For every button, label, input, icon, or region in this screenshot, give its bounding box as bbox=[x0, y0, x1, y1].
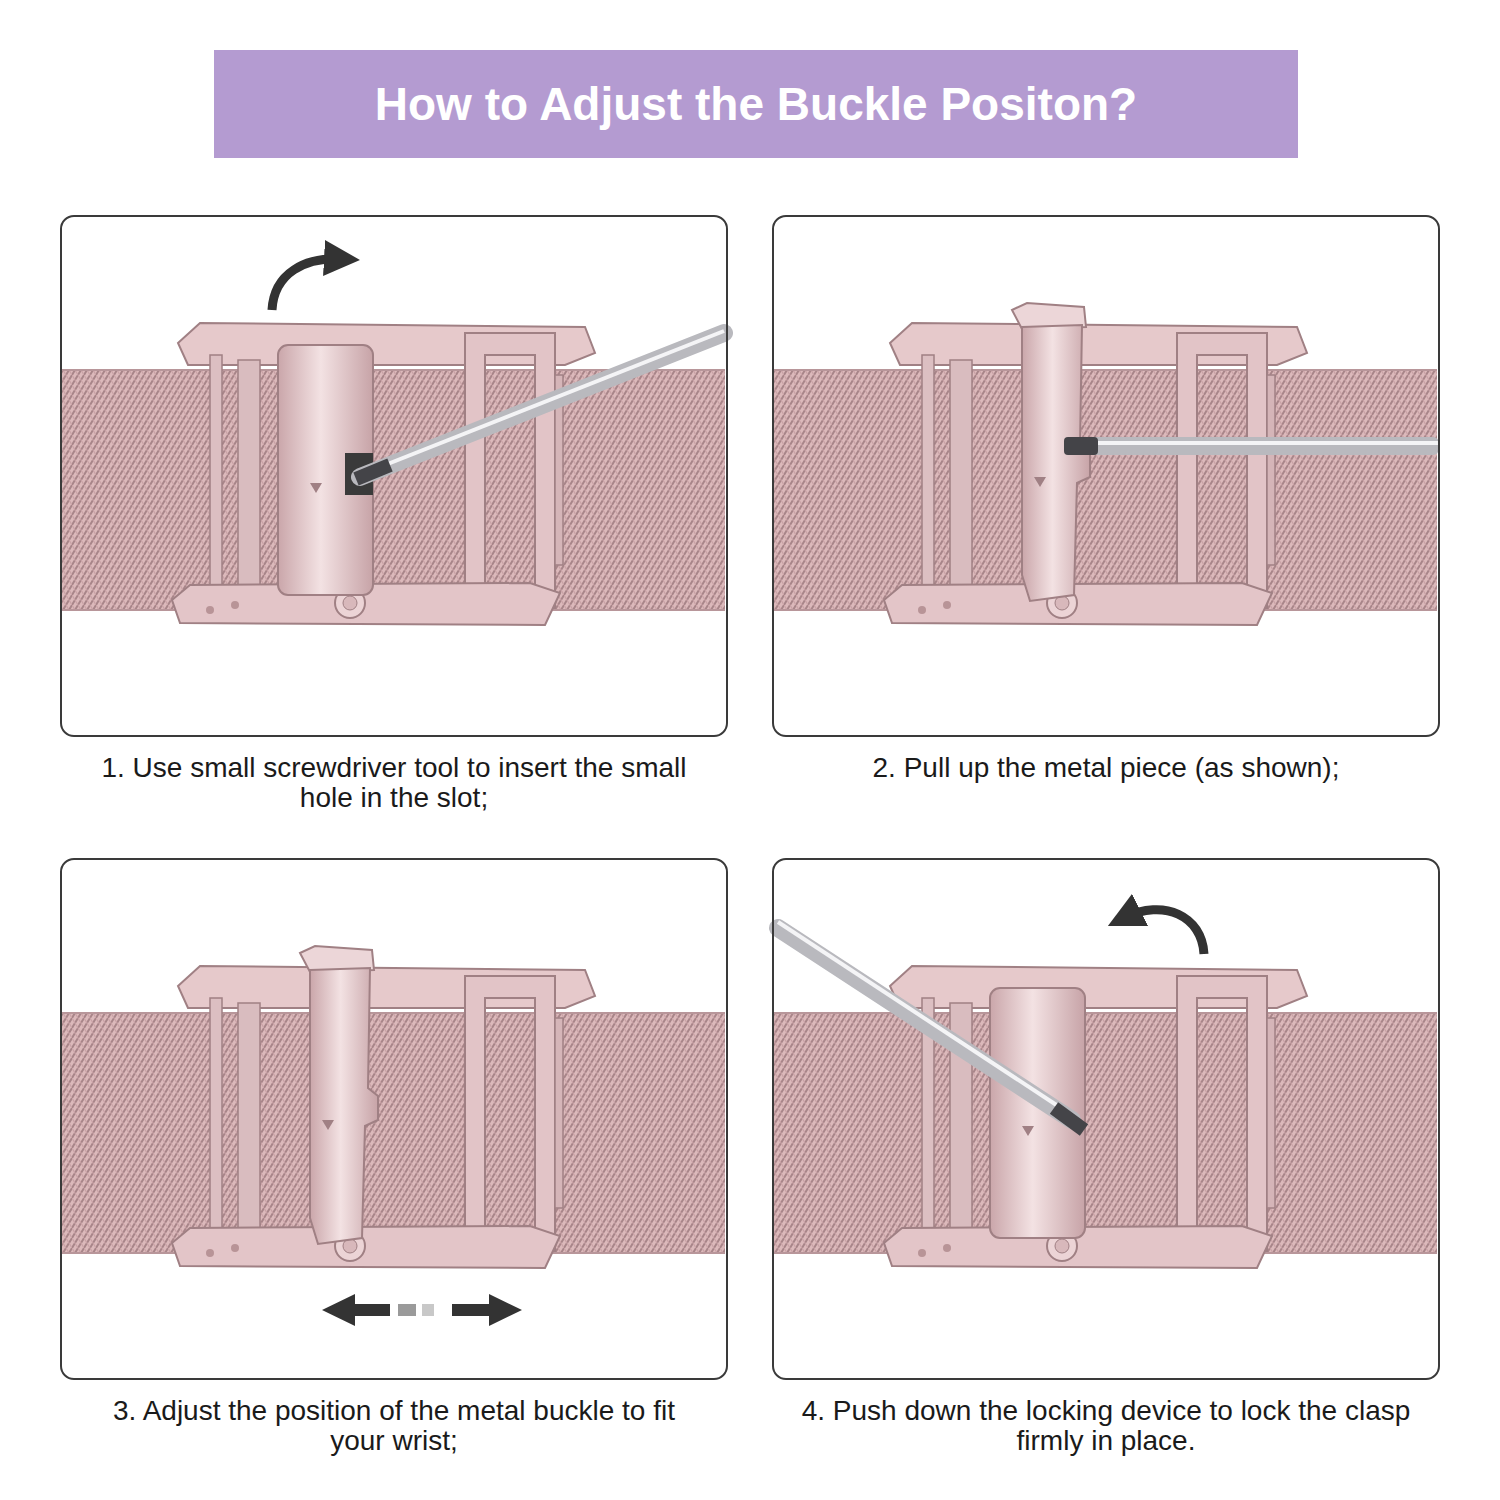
panel-frame bbox=[60, 215, 728, 737]
step-panel: 3. Adjust the position of the metal buck… bbox=[60, 858, 728, 1462]
mesh-band bbox=[774, 323, 1437, 625]
step-caption: 3. Adjust the position of the metal buck… bbox=[84, 1396, 704, 1456]
clasp bbox=[990, 988, 1085, 1238]
step-three-illustration bbox=[62, 946, 725, 1326]
step-caption: 1. Use small screwdriver tool to insert … bbox=[84, 753, 704, 813]
panel-frame bbox=[772, 215, 1440, 737]
panel-frame bbox=[60, 858, 728, 1380]
clasp-raised bbox=[300, 946, 378, 1244]
screwdriver bbox=[778, 928, 1072, 1120]
screwdriver-highlight bbox=[1072, 441, 1439, 445]
arrow-dash bbox=[398, 1304, 416, 1316]
mesh-band bbox=[774, 966, 1437, 1268]
panel-frame bbox=[772, 858, 1440, 1380]
press-arrow bbox=[1124, 910, 1204, 954]
screwdriver-tip bbox=[356, 465, 390, 479]
title-banner: How to Adjust the Buckle Positon? bbox=[214, 50, 1298, 158]
screwdriver-highlight bbox=[778, 922, 1064, 1110]
screwdriver bbox=[1068, 437, 1439, 455]
step-four-illustration bbox=[774, 910, 1437, 1268]
step-panel: 1. Use small screwdriver tool to insert … bbox=[60, 215, 728, 819]
left-arrow bbox=[322, 1294, 390, 1326]
mesh-band bbox=[62, 966, 725, 1268]
step-panel: 4. Push down the locking device to lock … bbox=[772, 858, 1440, 1462]
right-arrow bbox=[452, 1294, 522, 1326]
screwdriver-tip bbox=[1054, 1108, 1084, 1130]
title: How to Adjust the Buckle Positon? bbox=[375, 77, 1137, 131]
step-caption: 4. Push down the locking device to lock … bbox=[796, 1396, 1416, 1456]
mesh-band bbox=[62, 323, 725, 625]
step-panel: 2. Pull up the metal piece (as shown); bbox=[772, 215, 1440, 789]
screwdriver-tip bbox=[1064, 437, 1098, 455]
arrow-dash bbox=[422, 1304, 434, 1316]
screwdriver-highlight bbox=[370, 331, 724, 471]
step-caption: 2. Pull up the metal piece (as shown); bbox=[796, 753, 1416, 783]
step-two-illustration bbox=[774, 303, 1439, 625]
step-one-illustration bbox=[62, 259, 725, 625]
lift-arrow bbox=[272, 259, 342, 310]
